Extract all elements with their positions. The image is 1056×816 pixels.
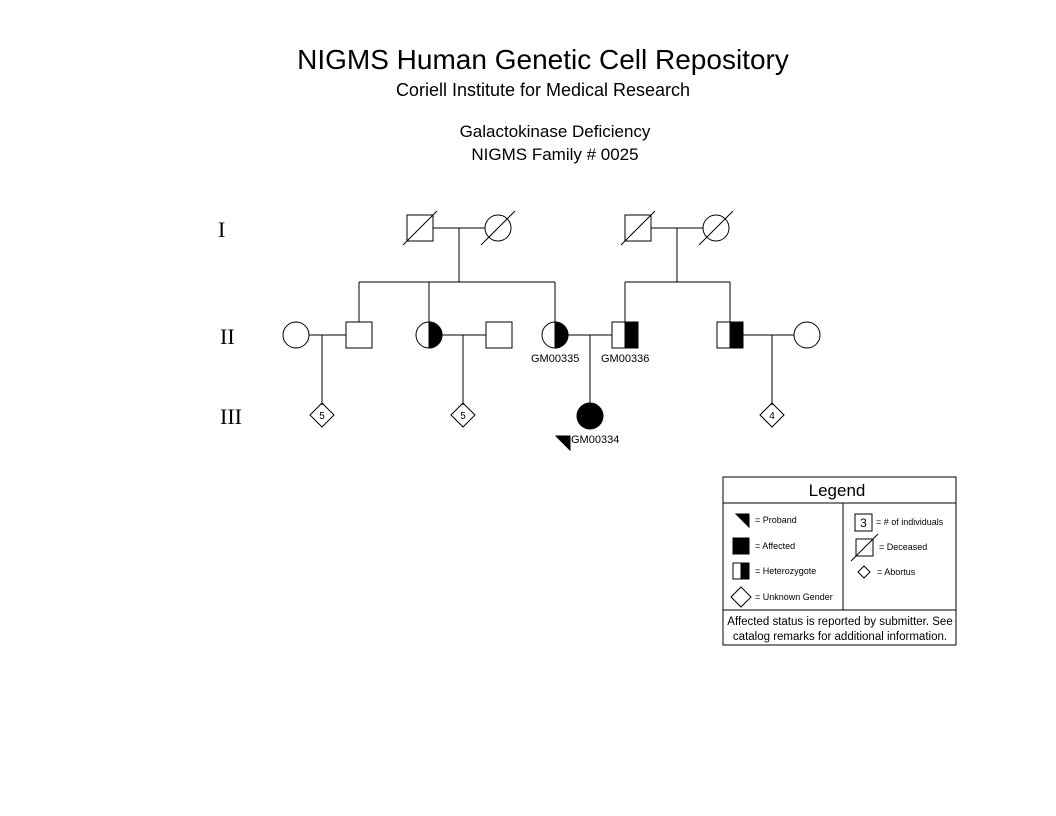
gen2-female-heterozygote-1 [415,321,443,349]
gen1-female-2-deceased [698,210,734,246]
svg-text:5: 5 [460,411,466,422]
legend-abortus-icon [857,565,871,579]
condition-title: Galactokinase Deficiency [459,122,651,141]
legend-unknown-gender-label: = Unknown Gender [755,592,833,602]
individual-id-gm00335: GM00335 [531,353,579,365]
gen3-female-affected-proband [576,402,604,430]
gen2-female-heterozygote-gm00335 [541,321,569,349]
legend-heterozygote-icon [732,562,750,580]
institute-name: Coriell Institute for Medical Research [395,80,691,100]
legend-title: Legend [809,481,866,500]
gen2-male-heterozygote-2 [716,321,744,349]
individual-id-gm00334: GM00334 [571,434,619,446]
gen1-male-2-deceased [620,210,656,246]
legend-note-line-1: Affected status is reported by submitter… [727,616,952,628]
legend-abortus-label: = Abortus [877,567,916,577]
gen3-sibship-diamond-3: 4 [759,402,785,428]
generation-label-2: II [220,324,235,349]
proband-arrow-icon [554,435,571,452]
family-number: NIGMS Family # 0025 [471,145,639,164]
gen2-male-heterozygote-gm00336 [611,321,639,349]
svg-text:4: 4 [769,411,775,422]
legend-affected-icon [732,537,750,555]
gen2-female-spouse-1 [282,321,310,349]
page-title: NIGMS Human Genetic Cell Repository [297,44,789,75]
legend-proband-label: = Proband [755,515,797,525]
gen3-sibship-diamond-1: 5 [309,402,335,428]
gen2-male-spouse-2 [485,321,513,349]
legend-heterozygote-label: = Heterozygote [755,566,816,576]
legend-affected-label: = Affected [755,541,795,551]
generation-label-3: III [220,404,242,429]
generation-label-1: I [218,217,225,242]
gen1-female-1-deceased [480,210,516,246]
legend-count-icon: 3 [854,513,873,532]
svg-text:5: 5 [319,411,325,422]
legend-note-line-2: catalog remarks for additional informati… [733,631,947,643]
individual-id-gm00336: GM00336 [601,353,649,365]
legend-proband-icon [734,513,750,529]
gen3-sibship-diamond-2: 5 [450,402,476,428]
legend-box: Legend = Proband = Affected = Heterozygo… [722,476,957,646]
legend-count-label: = # of individuals [876,517,944,527]
gen1-male-1-deceased [402,210,438,246]
svg-text:3: 3 [860,516,867,530]
gen2-female-spouse-4 [793,321,821,349]
legend-deceased-label: = Deceased [879,542,927,552]
gen2-male-1 [345,321,373,349]
legend-deceased-icon [850,533,879,562]
legend-unknown-gender-icon [730,586,752,608]
